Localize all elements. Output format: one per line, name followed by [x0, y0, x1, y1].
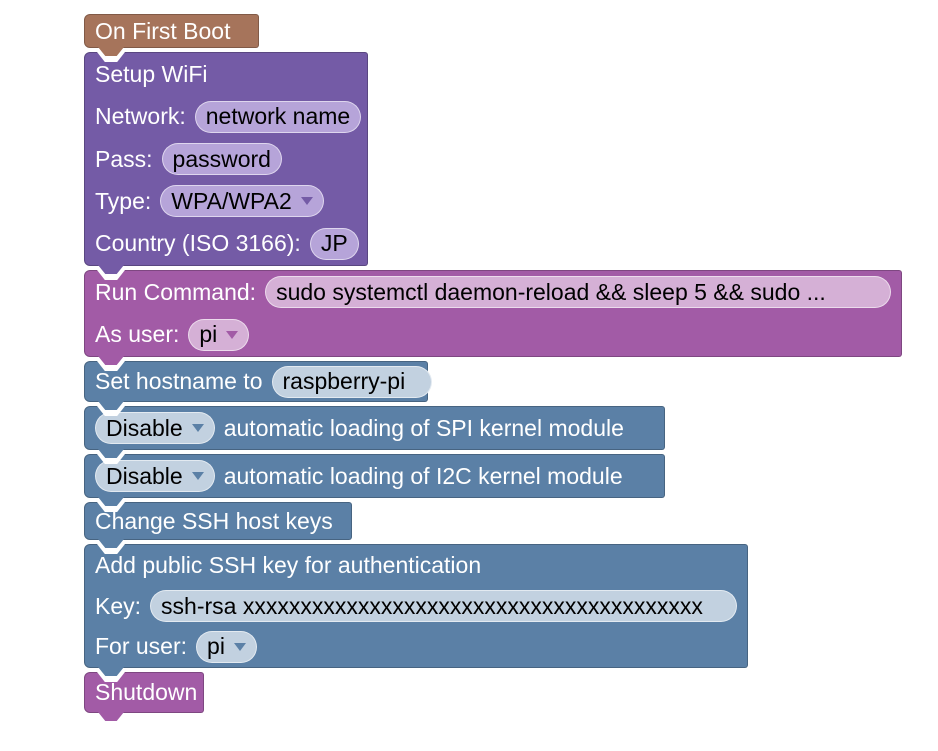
block-change-ssh-host-keys[interactable]: Change SSH host keys — [84, 502, 352, 548]
field-value: password — [172, 145, 271, 172]
field-value: network name — [205, 103, 351, 130]
block-on-first-boot[interactable]: On First Boot — [84, 14, 259, 56]
wifi-type-label: Type: — [95, 187, 152, 214]
block-shutdown[interactable]: Shutdown — [84, 672, 204, 721]
as-user-label: As user: — [95, 321, 180, 348]
dropdown-arrow-icon — [191, 472, 204, 480]
password-field[interactable]: password — [161, 143, 282, 176]
block-label: Shutdown — [95, 679, 198, 705]
dropdown-arrow-icon — [233, 642, 246, 651]
block-run-command[interactable]: Run Command: sudo systemctl daemon-reloa… — [84, 270, 902, 365]
field-value: sudo systemctl daemon-reload && sleep 5 … — [276, 278, 826, 305]
ssh-key-field[interactable]: ssh-rsa xxxxxxxxxxxxxxxxxxxxxxxxxxxxxxxx… — [150, 590, 737, 622]
hostname-label: Set hostname to — [95, 368, 263, 394]
country-field[interactable]: JP — [309, 227, 359, 260]
wifi-type-dropdown[interactable]: WPA/WPA2 — [160, 185, 324, 218]
i2c-label: automatic loading of I2C kernel module — [223, 462, 623, 489]
ssh-user-dropdown[interactable]: pi — [196, 630, 257, 663]
block-label: Change SSH host keys — [95, 507, 333, 534]
spi-enable-dropdown[interactable]: Disable — [95, 412, 215, 444]
run-command-label: Run Command: — [95, 278, 257, 305]
field-value: JP — [320, 230, 348, 257]
dropdown-value: WPA/WPA2 — [171, 187, 292, 214]
key-label: Key: — [95, 592, 142, 619]
block-set-hostname[interactable]: Set hostname to raspberry-pi — [84, 361, 432, 410]
dropdown-value: pi — [199, 321, 218, 348]
block-i2c-kernel-module[interactable]: Disable automatic loading of I2C kernel … — [84, 454, 665, 506]
dropdown-arrow-icon — [191, 424, 204, 432]
dropdown-arrow-icon — [226, 330, 239, 339]
run-user-dropdown[interactable]: pi — [188, 318, 250, 351]
block-title: Setup WiFi — [95, 60, 208, 87]
field-value: raspberry-pi — [282, 368, 406, 394]
spi-label: automatic loading of SPI kernel module — [223, 414, 624, 441]
block-spi-kernel-module[interactable]: Disable automatic loading of SPI kernel … — [84, 406, 665, 458]
block-title: Add public SSH key for authentication — [95, 551, 482, 578]
dropdown-value: Disable — [106, 414, 183, 441]
dropdown-arrow-icon — [300, 197, 313, 206]
block-add-ssh-key[interactable]: Add public SSH key for authentication Ke… — [84, 544, 748, 676]
block-setup-wifi[interactable]: Setup WiFi Network: network name Pass: p… — [84, 52, 368, 274]
i2c-enable-dropdown[interactable]: Disable — [95, 460, 215, 492]
block-label: On First Boot — [95, 17, 231, 44]
network-label: Network: — [95, 103, 186, 130]
hostname-field[interactable]: raspberry-pi — [271, 365, 432, 398]
network-name-field[interactable]: network name — [194, 100, 362, 133]
field-value: ssh-rsa xxxxxxxxxxxxxxxxxxxxxxxxxxxxxxxx… — [161, 592, 703, 619]
for-user-label: For user: — [95, 633, 188, 660]
blockly-workspace: On First Boot Setup WiFi Network: networ… — [84, 14, 902, 721]
country-label: Country (ISO 3166): — [95, 230, 301, 257]
command-field[interactable]: sudo systemctl daemon-reload && sleep 5 … — [265, 276, 891, 309]
dropdown-value: pi — [207, 633, 225, 660]
bottom-tab-connector — [98, 712, 124, 721]
password-label: Pass: — [95, 145, 153, 172]
dropdown-value: Disable — [106, 462, 183, 489]
